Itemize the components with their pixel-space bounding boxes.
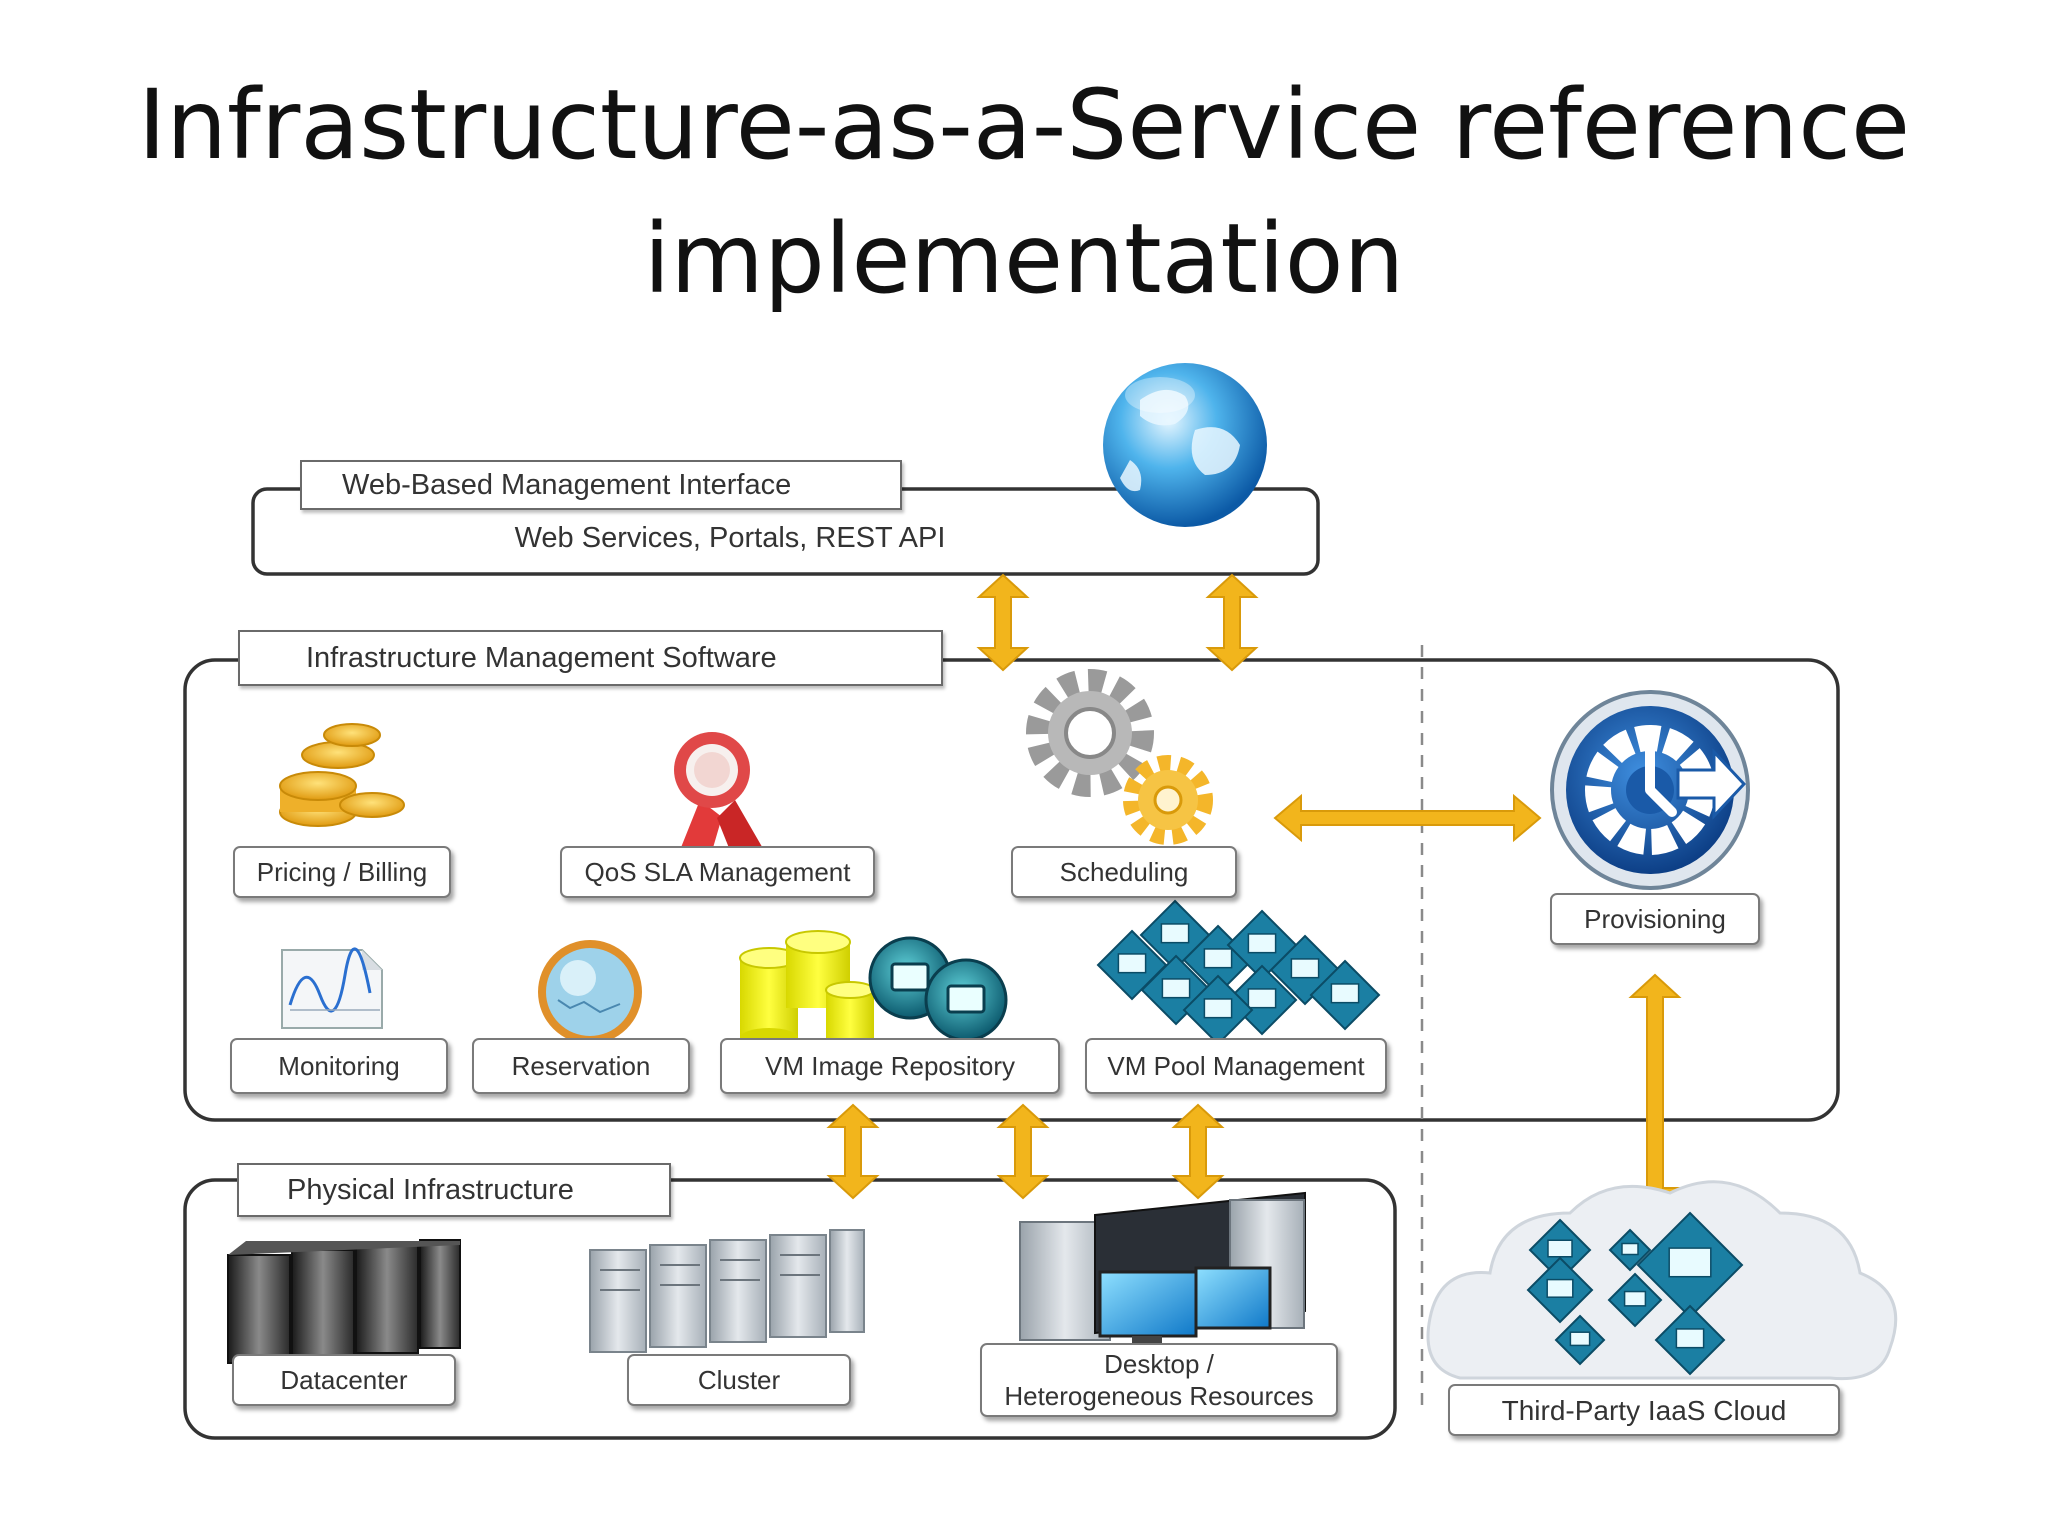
datacenter-servers-icon [227, 1239, 461, 1364]
arrow-infra-physical-3 [1171, 1103, 1225, 1200]
arrow-web-infra-2 [1205, 573, 1259, 672]
reservation-label: Reservation [472, 1038, 690, 1094]
arrow-infra-physical-1 [826, 1103, 880, 1200]
physical-layer-tab: Physical Infrastructure [237, 1163, 671, 1217]
gears-icon [1026, 669, 1213, 845]
coins-icon [279, 723, 405, 827]
cluster-label: Cluster [627, 1354, 851, 1406]
qos-sla-label: QoS SLA Management [560, 846, 875, 898]
cloud-vm-tile-1 [1526, 1256, 1594, 1324]
cloud-vm-tile-5 [1554, 1314, 1606, 1366]
infra-layer-tab: Infrastructure Management Software [238, 630, 943, 686]
provisioning-label: Provisioning [1550, 893, 1760, 945]
arrow-scheduling-provisioning [1273, 793, 1542, 843]
datacenter-label: Datacenter [232, 1354, 456, 1406]
vm-tile-8 [1182, 974, 1254, 1046]
cloud-vm-tile-2 [1607, 1272, 1663, 1328]
vm-pool-management-label: VM Pool Management [1085, 1038, 1387, 1094]
third-party-cloud-label: Third-Party IaaS Cloud [1448, 1384, 1840, 1436]
desktop-resources-icon [1019, 1191, 1306, 1346]
web-layer-tab: Web-Based Management Interface [300, 460, 902, 510]
desktop-resources-label-line1: Desktop / [1104, 1348, 1214, 1379]
vm-tile-5 [1309, 959, 1381, 1031]
monitoring-chart-icon [281, 947, 383, 1029]
cloud-vm-tile-6 [1608, 1228, 1652, 1272]
reservation-orb-icon [538, 940, 642, 1044]
cloud-vm-diamonds-icon [1526, 1211, 1744, 1376]
cloud-vm-tile-4 [1654, 1304, 1726, 1376]
database-cylinders-icon [739, 930, 1008, 1048]
monitoring-label: Monitoring [230, 1038, 448, 1094]
web-layer-text: Web Services, Portals, REST API [514, 522, 946, 554]
arrow-infra-physical-2 [996, 1103, 1050, 1200]
cluster-servers-icon [589, 1229, 865, 1353]
provisioning-icon [1550, 690, 1750, 890]
award-ribbon-icon [674, 732, 765, 868]
vm-diamonds-icon [1096, 899, 1381, 1046]
slide-title: Infrastructure-as-a-Service reference im… [137, 69, 1911, 315]
arrow-web-infra-1 [976, 573, 1030, 672]
pricing-billing-label: Pricing / Billing [233, 846, 451, 898]
vm-image-repository-label: VM Image Repository [720, 1038, 1060, 1094]
desktop-resources-label-line2: Heterogeneous Resources [1004, 1381, 1314, 1411]
desktop-resources-label: Desktop / Heterogeneous Resources [980, 1343, 1338, 1417]
globe-icon [1103, 363, 1267, 527]
scheduling-label: Scheduling [1011, 846, 1237, 898]
